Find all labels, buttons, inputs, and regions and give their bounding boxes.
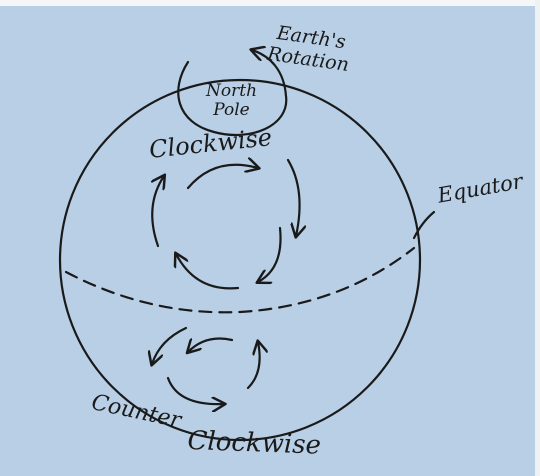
north-pole-label-line1: North [206,81,258,101]
paper-edge [535,0,540,476]
counter-clockwise-label: Clockwise [187,426,322,461]
counter-clockwise-arrow-bottom [166,376,224,404]
clockwise-arrow-right [286,158,300,236]
equator-pointer [412,210,436,240]
north-pole-label-line2: Pole [213,99,250,120]
equator-line [64,246,416,314]
clockwise-arrow-bottom-right [258,226,282,282]
north-pole-label: North Pole [206,82,257,119]
clockwise-arrow-left [152,176,164,248]
clockwise-arrow-top [186,165,258,190]
globe-outline [58,78,422,442]
counter-clockwise-arrow-left [152,326,188,364]
clockwise-arrow-bottom-left [176,254,240,290]
earth-rotation-arrow [177,50,288,137]
counter-clockwise-arrow-inner [188,337,234,353]
paper-edge [0,0,540,6]
counter-clockwise-arrow-right [246,342,260,390]
